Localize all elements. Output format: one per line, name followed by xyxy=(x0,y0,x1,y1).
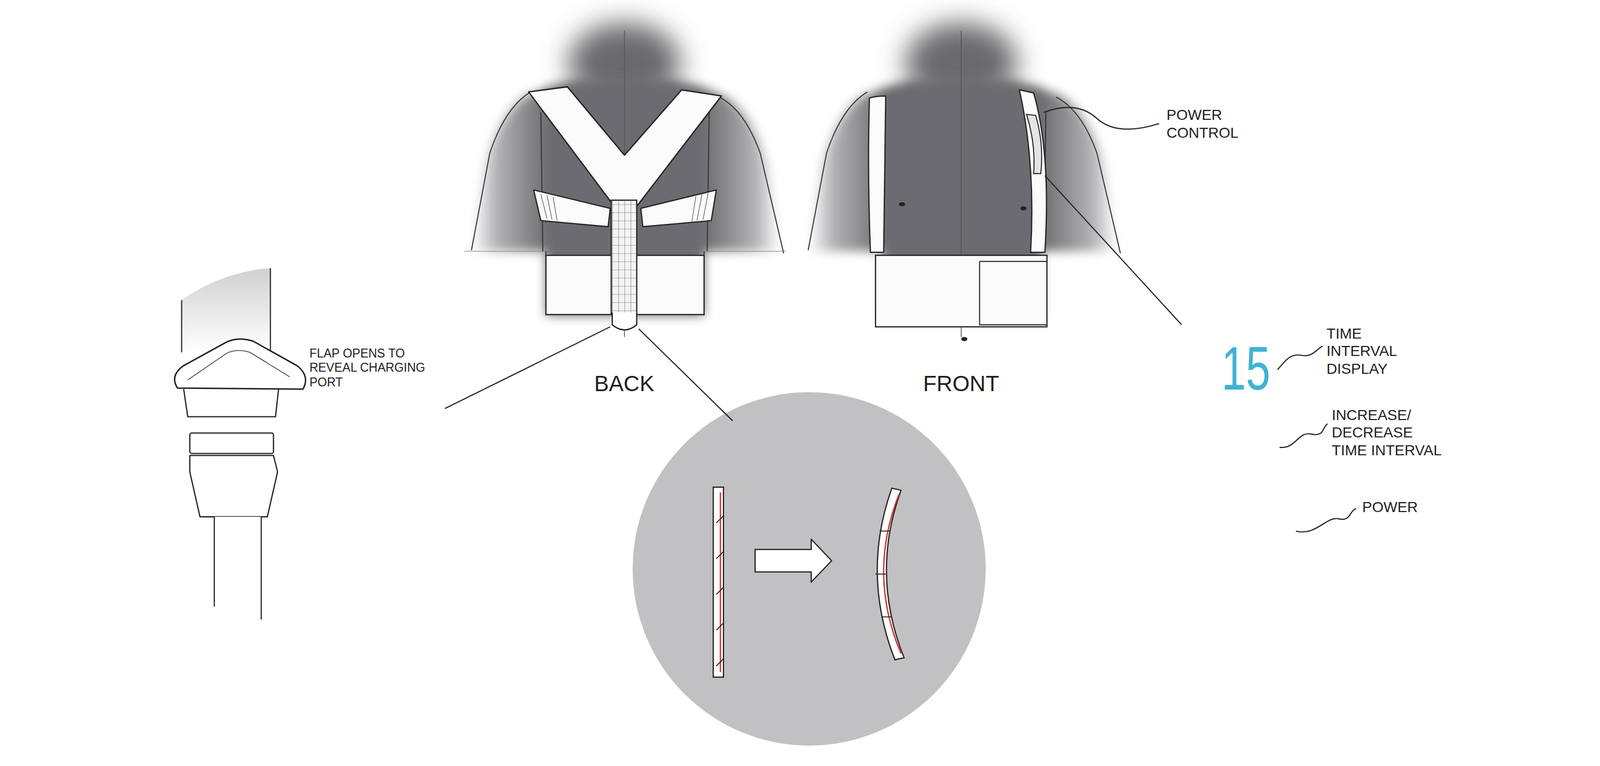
label-slot: FRONT xyxy=(882,370,1040,397)
leader-line xyxy=(1295,508,1357,532)
port-block xyxy=(183,388,280,417)
flap-edge xyxy=(187,350,290,380)
text-slot: POWER xyxy=(1362,498,1431,516)
harness-yoke xyxy=(528,86,722,206)
charging-port-detail xyxy=(174,255,306,634)
leader-line xyxy=(1044,107,1160,129)
strap-edge xyxy=(181,255,271,353)
sketch-line xyxy=(471,91,784,316)
arm-band xyxy=(533,189,611,227)
stay-strip xyxy=(713,487,724,677)
detail-circle xyxy=(632,391,986,746)
leader-line xyxy=(1045,175,1182,325)
navel xyxy=(961,336,968,342)
red-line xyxy=(883,493,902,654)
detail-circle: FLAP OPENS TO REVEAL CHARGING PORT xyxy=(107,267,461,621)
back-figure xyxy=(464,22,787,337)
power-button xyxy=(1251,506,1312,559)
nipple xyxy=(899,202,906,207)
hatching xyxy=(692,192,709,222)
hatching xyxy=(540,193,557,221)
callout-text: FLAP OPENS TO REVEAL CHARGING PORT xyxy=(309,346,432,390)
callout-text: POWER xyxy=(1362,498,1419,516)
interval-display: 15 xyxy=(1221,337,1271,400)
arm-band xyxy=(641,189,717,227)
text-slot: TIME INTERVAL DISPLAY xyxy=(1326,324,1414,378)
buckle-ring xyxy=(189,432,274,454)
shoulder-strap xyxy=(868,96,886,253)
leader-line xyxy=(1277,346,1323,370)
control-panel: 15 xyxy=(1188,311,1332,592)
belt-flap xyxy=(979,261,1047,325)
power-icon xyxy=(1272,521,1289,540)
segment-tick xyxy=(716,515,724,666)
label-slot: BACK xyxy=(545,370,704,397)
leader-line xyxy=(1279,423,1328,448)
strap xyxy=(181,255,271,353)
front-figure xyxy=(808,22,1121,342)
panel-outline xyxy=(1203,325,1322,581)
shoulder-strap xyxy=(1019,89,1047,253)
strap xyxy=(214,516,262,633)
block-arrow xyxy=(755,539,832,583)
spine-panel xyxy=(611,200,637,315)
segment-tick xyxy=(875,530,892,617)
text-slot: 15 xyxy=(1221,337,1285,382)
callout-label: POWER CONTROL xyxy=(1166,106,1256,142)
buckle-body xyxy=(189,455,278,517)
detail-circle: TIME INTERVAL DISPLAY INCREASE/ DECREASE … xyxy=(1115,267,1469,621)
text-slot: FLAP OPENS TO REVEAL CHARGING PORT xyxy=(309,346,432,390)
waist-belt xyxy=(875,255,1047,327)
strap-edge xyxy=(214,516,262,633)
label-slot: POWER CONTROL xyxy=(1166,106,1256,142)
spine-tab xyxy=(612,312,637,330)
decrease-button xyxy=(1245,462,1284,499)
detail-circle-outline xyxy=(107,267,461,621)
power-button-face xyxy=(1267,518,1294,545)
view-label: BACK xyxy=(594,370,655,397)
nipple xyxy=(1020,205,1027,211)
port-flap xyxy=(174,338,306,389)
leader-line xyxy=(445,326,611,409)
detail-circle-fill xyxy=(107,267,461,621)
leader-lines xyxy=(445,107,1182,421)
view-label: FRONT xyxy=(923,370,1000,397)
text-slot: INCREASE/ DECREASE TIME INTERVAL xyxy=(1332,406,1445,460)
flex-detail xyxy=(713,487,904,677)
power-control-slot xyxy=(1026,114,1042,174)
callout-text: TIME INTERVAL DISPLAY xyxy=(1326,324,1414,378)
increase-button xyxy=(1237,428,1278,457)
callout-text: INCREASE/ DECREASE TIME INTERVAL xyxy=(1332,406,1445,460)
torso xyxy=(471,79,781,316)
spine-grid xyxy=(611,200,637,315)
sketch-line xyxy=(808,91,1121,254)
detail-circle-fill xyxy=(1115,267,1469,621)
